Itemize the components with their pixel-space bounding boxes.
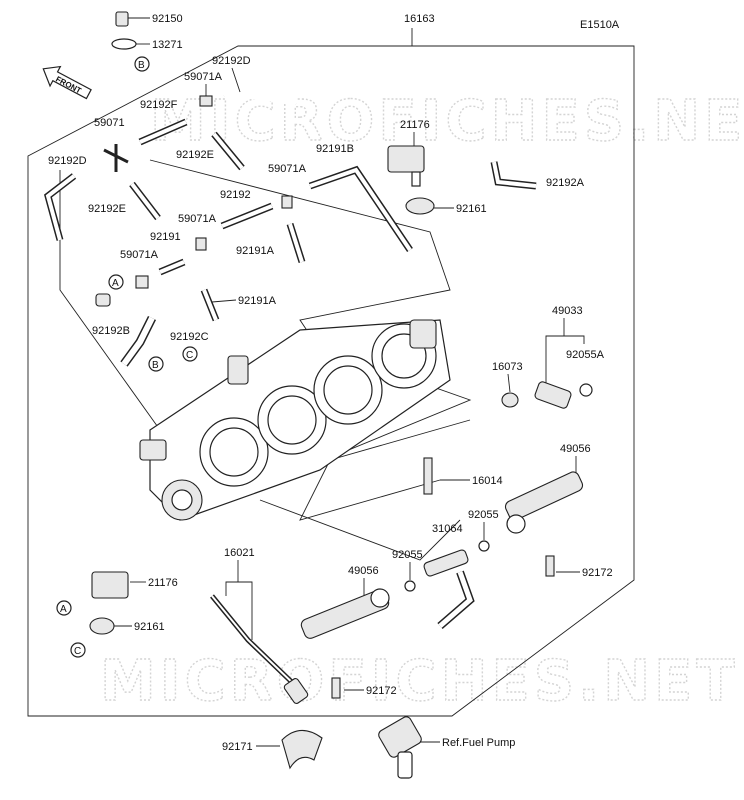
label-92172-left: 92172	[366, 685, 397, 697]
seal-92161-bottom	[89, 617, 115, 635]
fuel-rail-right	[504, 471, 584, 534]
label-92171: 92171	[222, 741, 253, 753]
clamp-92171	[281, 729, 323, 770]
marker-c-mid: C	[186, 350, 193, 361]
label-92192e-1: 92192E	[176, 149, 214, 161]
fuel-connector	[378, 716, 422, 779]
marker-c-bottom: C	[74, 646, 81, 657]
label-92172-right: 92172	[582, 567, 613, 579]
throttle-linkage	[139, 439, 203, 521]
watermark-bottom: MICROFICHES.NET	[100, 649, 739, 714]
label-92055a: 92055A	[566, 349, 605, 361]
fitting-92192b	[95, 293, 111, 307]
label-59071: 59071	[94, 117, 125, 129]
assembly-label: 16163	[404, 13, 435, 25]
throttle-body-assembly	[139, 319, 451, 521]
label-16014: 16014	[472, 475, 503, 487]
figure-code: E1510A	[580, 19, 620, 31]
sensor-21176-top	[387, 145, 425, 187]
label-92192b: 92192B	[92, 325, 130, 337]
marker-a-top: A	[112, 278, 119, 289]
label-59071a-3: 59071A	[178, 213, 217, 225]
label-92192d-left: 92192D	[48, 155, 87, 167]
label-92055-left: 92055	[392, 549, 423, 561]
label-59071a-1: 59071A	[184, 71, 223, 83]
fuel-rail-left	[300, 588, 390, 639]
label-92055-right: 92055	[468, 509, 499, 521]
seal-16073	[501, 392, 519, 408]
marker-b-mid: B	[152, 360, 159, 371]
sensor-21176-bottom	[91, 571, 129, 599]
label-92191a-2: 92191A	[238, 295, 277, 307]
label-16021: 16021	[224, 547, 255, 559]
label-31064: 31064	[432, 523, 463, 535]
o-ring-92055a	[579, 383, 593, 397]
label-92192e-2: 92192E	[88, 203, 126, 215]
vacuum-hoses: 92192D 59071A 92192F 92192E 59071 92192D…	[44, 55, 585, 367]
label-49033: 49033	[552, 305, 583, 317]
label-49056-left: 49056	[348, 565, 379, 577]
label-92191b: 92191B	[316, 143, 354, 155]
throttle-bore-1	[199, 417, 269, 487]
label-21176-top: 21176	[400, 119, 430, 131]
label-92191: 92191	[150, 231, 181, 243]
label-92161-top: 92161	[456, 203, 487, 215]
throttle-bore-3	[313, 355, 383, 425]
bolt-92172-right	[545, 555, 555, 577]
label-92191a-1: 92191A	[236, 245, 275, 257]
seal-92161-top	[405, 197, 435, 215]
cable-16021	[210, 594, 309, 704]
label-21176-bottom: 21176	[148, 577, 178, 589]
label-92192f: 92192F	[140, 99, 178, 111]
front-arrow-icon: FRONT	[42, 65, 92, 100]
label-59071a-4: 59071A	[120, 249, 159, 261]
fuel-pipe-31064	[423, 549, 475, 630]
bolt-92172-left	[331, 677, 341, 699]
label-92161-bottom: 92161	[134, 621, 165, 633]
label-49056-right: 49056	[560, 443, 591, 455]
label-13271: 13271	[152, 39, 183, 51]
part-92150: 92150	[115, 11, 183, 27]
part-13271: 13271 B	[111, 38, 183, 72]
screw-16014	[423, 457, 433, 495]
ref-fuel-pump-note: Ref.Fuel Pump	[442, 737, 515, 749]
watermark-top: MICROFICHES.NET	[150, 89, 744, 154]
label-16073: 16073	[492, 361, 523, 373]
label-92192a: 92192A	[546, 177, 585, 189]
throttle-bore-2	[257, 385, 327, 455]
marker-a-bottom: A	[60, 604, 67, 615]
label-59071a-2: 59071A	[268, 163, 307, 175]
marker-b-top: B	[138, 60, 145, 71]
label-92192c: 92192C	[170, 331, 209, 343]
label-92192d-top: 92192D	[212, 55, 251, 67]
label-92192: 92192	[220, 189, 251, 201]
o-ring-92055-right	[478, 540, 490, 552]
sensor-49033	[534, 381, 572, 409]
o-ring-92055-left	[404, 580, 416, 592]
label-92150: 92150	[152, 13, 183, 25]
